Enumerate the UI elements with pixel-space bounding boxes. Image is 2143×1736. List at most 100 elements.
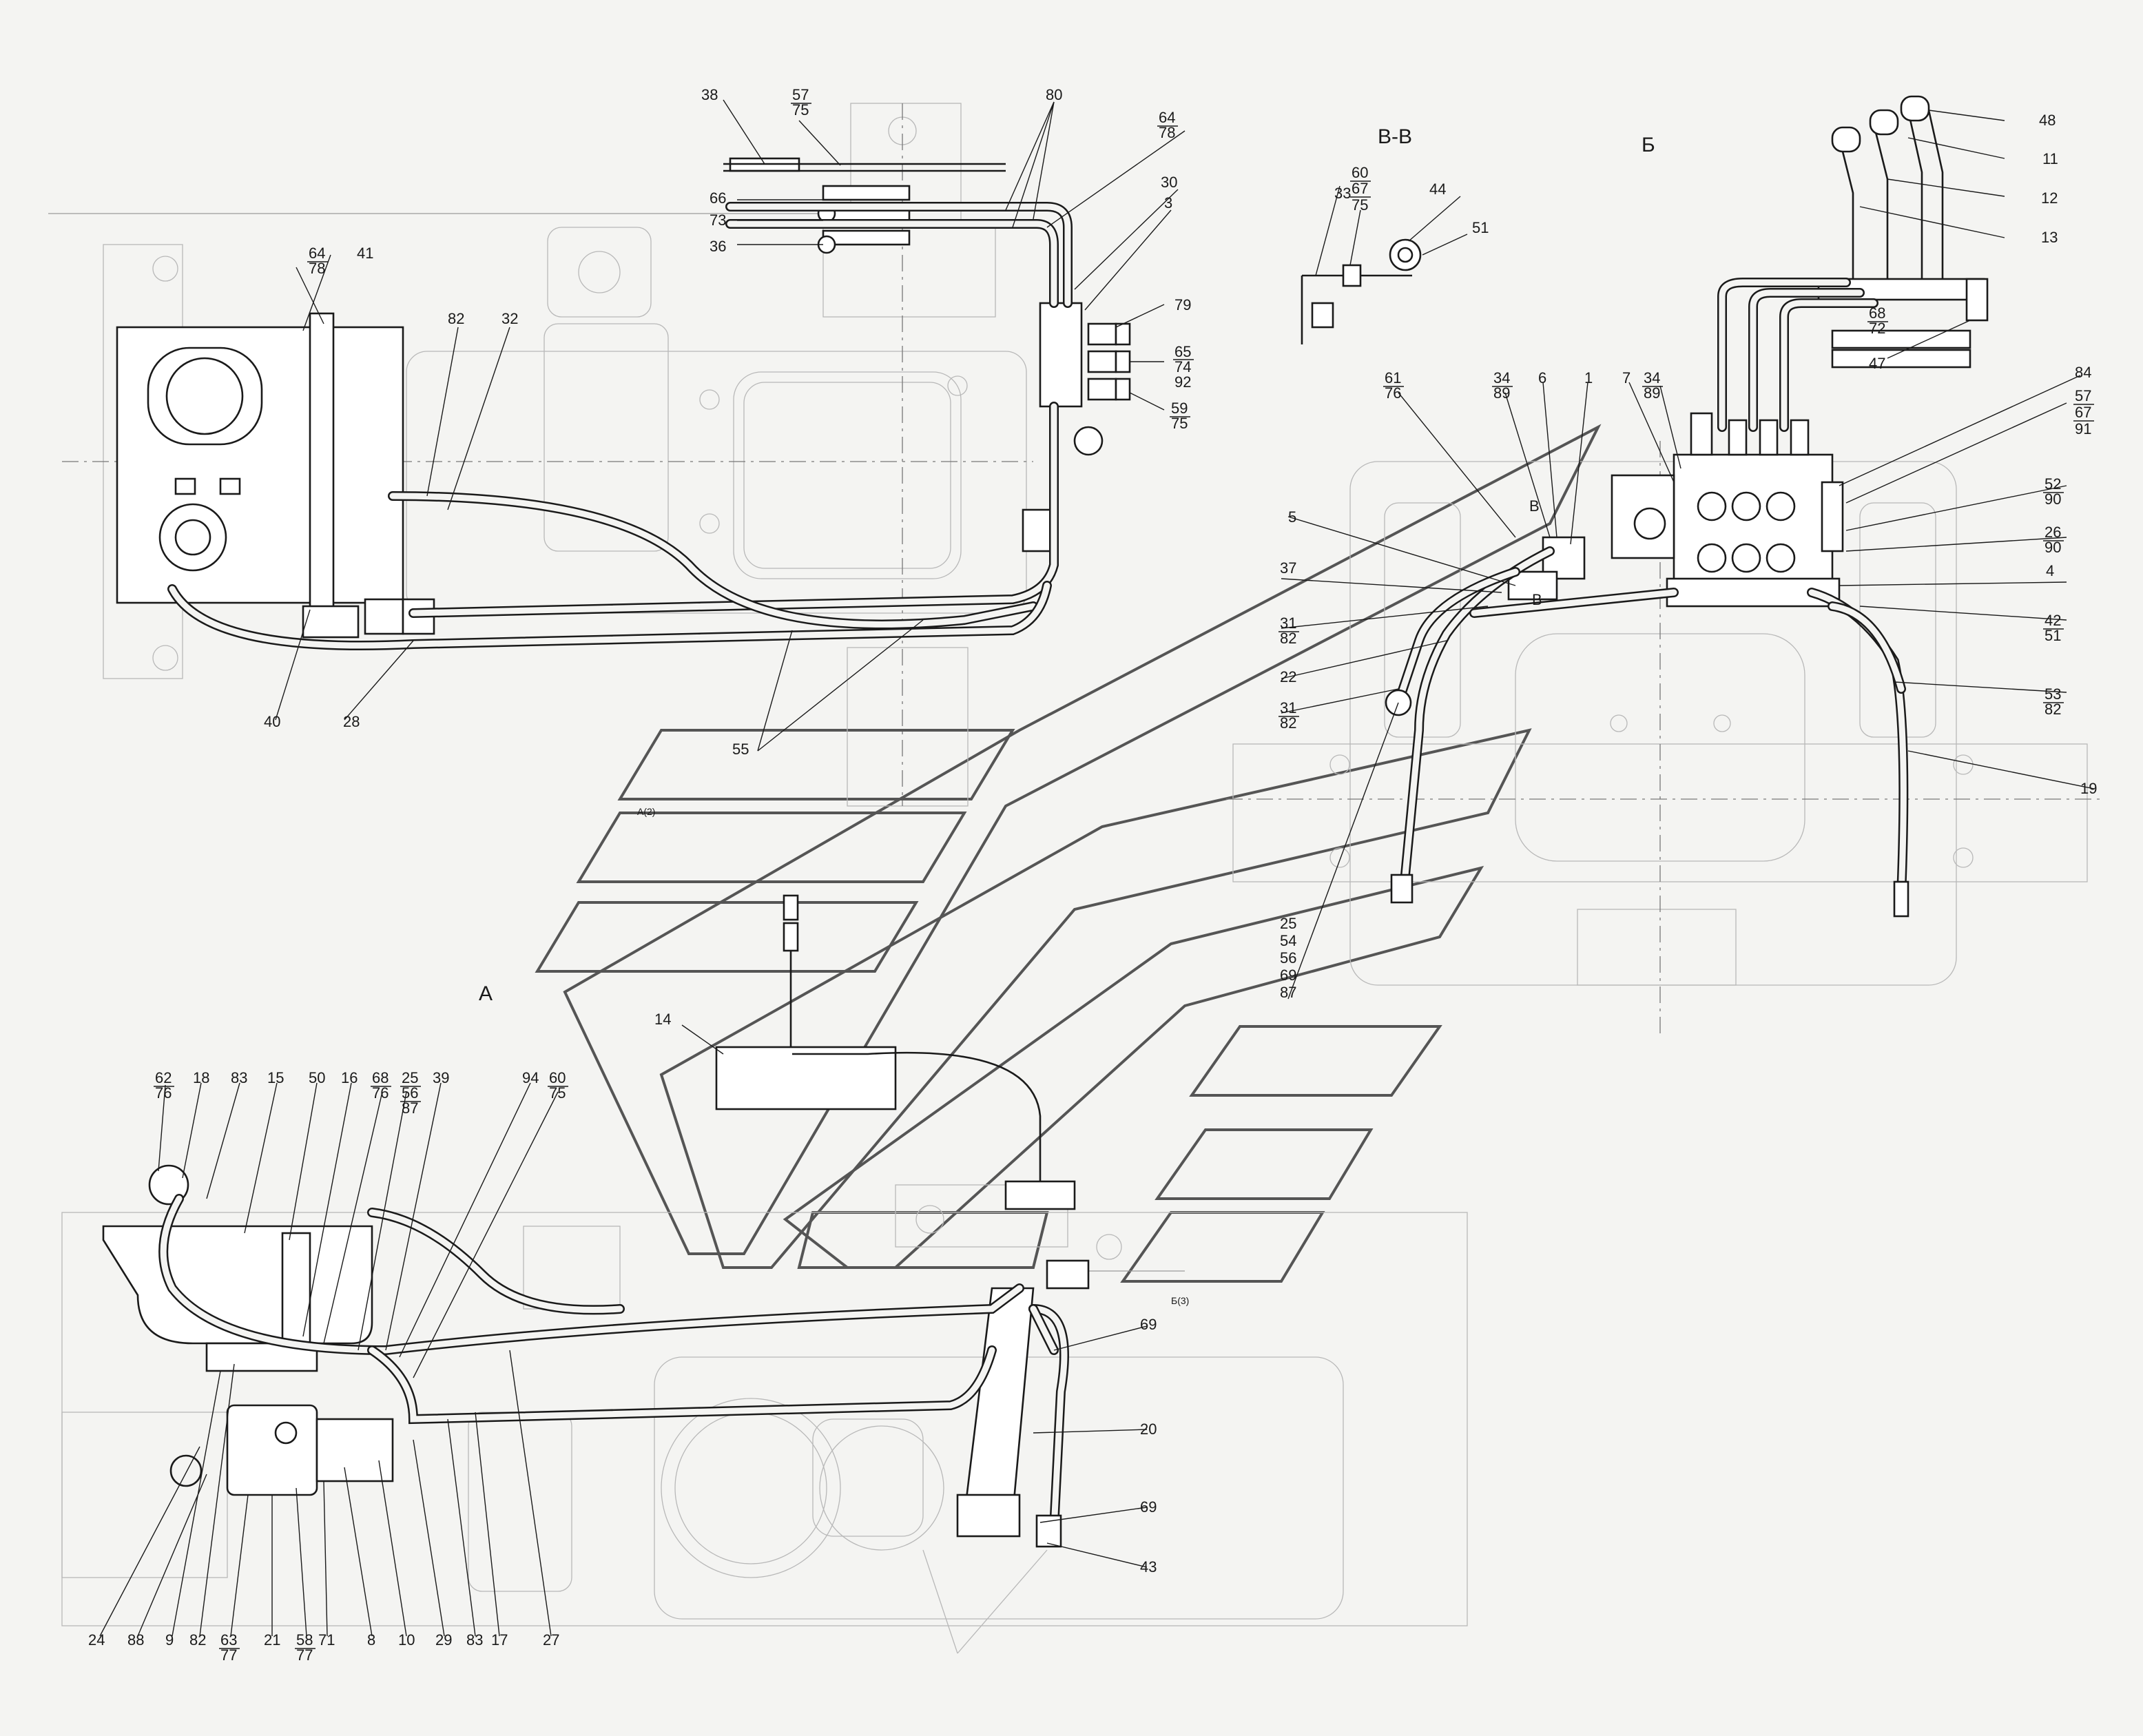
callout-67: 67: [1352, 180, 1368, 197]
callout-6: 6: [1538, 369, 1546, 386]
callout-numbers: 38 57 75 80 64 78 66 73 36 30 3 79 65 74…: [88, 86, 2097, 1664]
callout-21: 21: [264, 1631, 280, 1649]
section-vv: [1301, 238, 1422, 344]
callout-underlines: [154, 103, 2094, 1649]
callout-55: 55: [732, 741, 749, 758]
plan-view-top: [48, 103, 1131, 807]
callout-69: 69: [1280, 967, 1296, 984]
callout-4: 4: [2046, 562, 2054, 579]
callout-61: 61: [1385, 369, 1401, 386]
callout-82: 82: [448, 310, 464, 327]
callout-40: 40: [264, 713, 280, 730]
callout-72: 72: [1869, 320, 1885, 337]
callout-36: 36: [710, 238, 726, 255]
callout-69b: 69: [1140, 1316, 1157, 1333]
callout-57b: 57: [2075, 387, 2091, 404]
callout-57: 57: [792, 86, 809, 103]
callout-74: 74: [1174, 358, 1191, 375]
callout-7: 7: [1622, 369, 1630, 386]
callout-78: 78: [1159, 124, 1175, 141]
callout-17: 17: [491, 1631, 508, 1649]
callout-25: 25: [1280, 915, 1296, 932]
callout-89b: 89: [1644, 384, 1660, 402]
callout-39: 39: [433, 1069, 449, 1086]
callout-75: 75: [792, 101, 809, 118]
callout-83b: 83: [466, 1631, 483, 1649]
callout-87: 87: [1280, 984, 1296, 1001]
callout-67b: 67: [2075, 404, 2091, 421]
callout-58: 58: [296, 1631, 313, 1649]
callout-82d: 82: [1280, 714, 1296, 732]
callout-75b: 75: [1171, 415, 1188, 432]
callout-69c: 69: [1140, 1498, 1157, 1516]
callout-94: 94: [522, 1069, 539, 1086]
callout-84: 84: [2075, 364, 2091, 381]
view-title-a: А: [479, 982, 493, 1005]
callout-82e: 82: [189, 1631, 206, 1649]
callout-13: 13: [2041, 229, 2058, 246]
callout-90b: 90: [2044, 539, 2061, 556]
callout-19: 19: [2080, 780, 2097, 797]
callout-52: 52: [2044, 475, 2061, 493]
view-title-b: Б: [1642, 134, 1655, 156]
reference-a2: А(2): [637, 806, 655, 817]
callout-71: 71: [318, 1631, 335, 1649]
callout-90: 90: [2044, 490, 2061, 508]
callout-80: 80: [1046, 86, 1062, 103]
section-title-vv: В-В: [1378, 125, 1412, 148]
callout-53: 53: [2044, 685, 2061, 703]
callout-78b: 78: [309, 260, 325, 277]
callout-62: 62: [155, 1069, 172, 1086]
view-direction-arrows: [535, 424, 1602, 1283]
callout-25b: 25: [402, 1069, 418, 1086]
callout-63: 63: [220, 1631, 237, 1649]
callout-18: 18: [193, 1069, 209, 1086]
callout-82b: 82: [2044, 701, 2061, 718]
callout-77: 77: [220, 1646, 237, 1664]
callout-42: 42: [2044, 612, 2061, 629]
callout-87b: 87: [402, 1099, 418, 1117]
callout-34: 34: [1493, 369, 1510, 386]
callout-41: 41: [357, 245, 373, 262]
callout-83: 83: [231, 1069, 247, 1086]
callout-20: 20: [1140, 1420, 1157, 1438]
callout-79: 79: [1174, 296, 1191, 313]
callout-47: 47: [1869, 355, 1885, 372]
callout-76b: 76: [155, 1084, 172, 1102]
callout-10: 10: [398, 1631, 415, 1649]
callout-64b: 64: [309, 245, 325, 262]
callout-32: 32: [501, 310, 518, 327]
view-b: [1226, 95, 2101, 1033]
callout-51b: 51: [2044, 627, 2061, 644]
callout-76c: 76: [372, 1084, 389, 1102]
callout-22: 22: [1280, 668, 1296, 685]
callout-59: 59: [1171, 400, 1188, 417]
callout-28: 28: [343, 713, 360, 730]
callout-68: 68: [1869, 304, 1885, 322]
callout-75d: 75: [549, 1084, 566, 1102]
leader-lines: [99, 99, 2095, 1637]
callout-82c: 82: [1280, 630, 1296, 647]
callout-9: 9: [165, 1631, 174, 1649]
callout-37: 37: [1280, 559, 1296, 577]
callout-60b: 60: [549, 1069, 566, 1086]
callout-15: 15: [267, 1069, 284, 1086]
callout-44: 44: [1429, 180, 1446, 198]
callout-66: 66: [710, 189, 726, 207]
section-marker-v: В: [1529, 497, 1540, 515]
callout-26: 26: [2044, 524, 2061, 541]
callout-89: 89: [1493, 384, 1510, 402]
callout-56: 56: [1280, 949, 1296, 967]
callout-92: 92: [1174, 373, 1191, 391]
callout-16: 16: [341, 1069, 358, 1086]
callout-75c: 75: [1352, 196, 1368, 214]
callout-48: 48: [2039, 112, 2056, 129]
callout-24: 24: [88, 1631, 105, 1649]
callout-31: 31: [1280, 614, 1296, 632]
view-a: [61, 894, 1468, 1654]
callout-34b: 34: [1644, 369, 1660, 386]
callout-51: 51: [1472, 219, 1489, 236]
callout-91: 91: [2075, 420, 2091, 437]
callout-43: 43: [1140, 1558, 1157, 1575]
